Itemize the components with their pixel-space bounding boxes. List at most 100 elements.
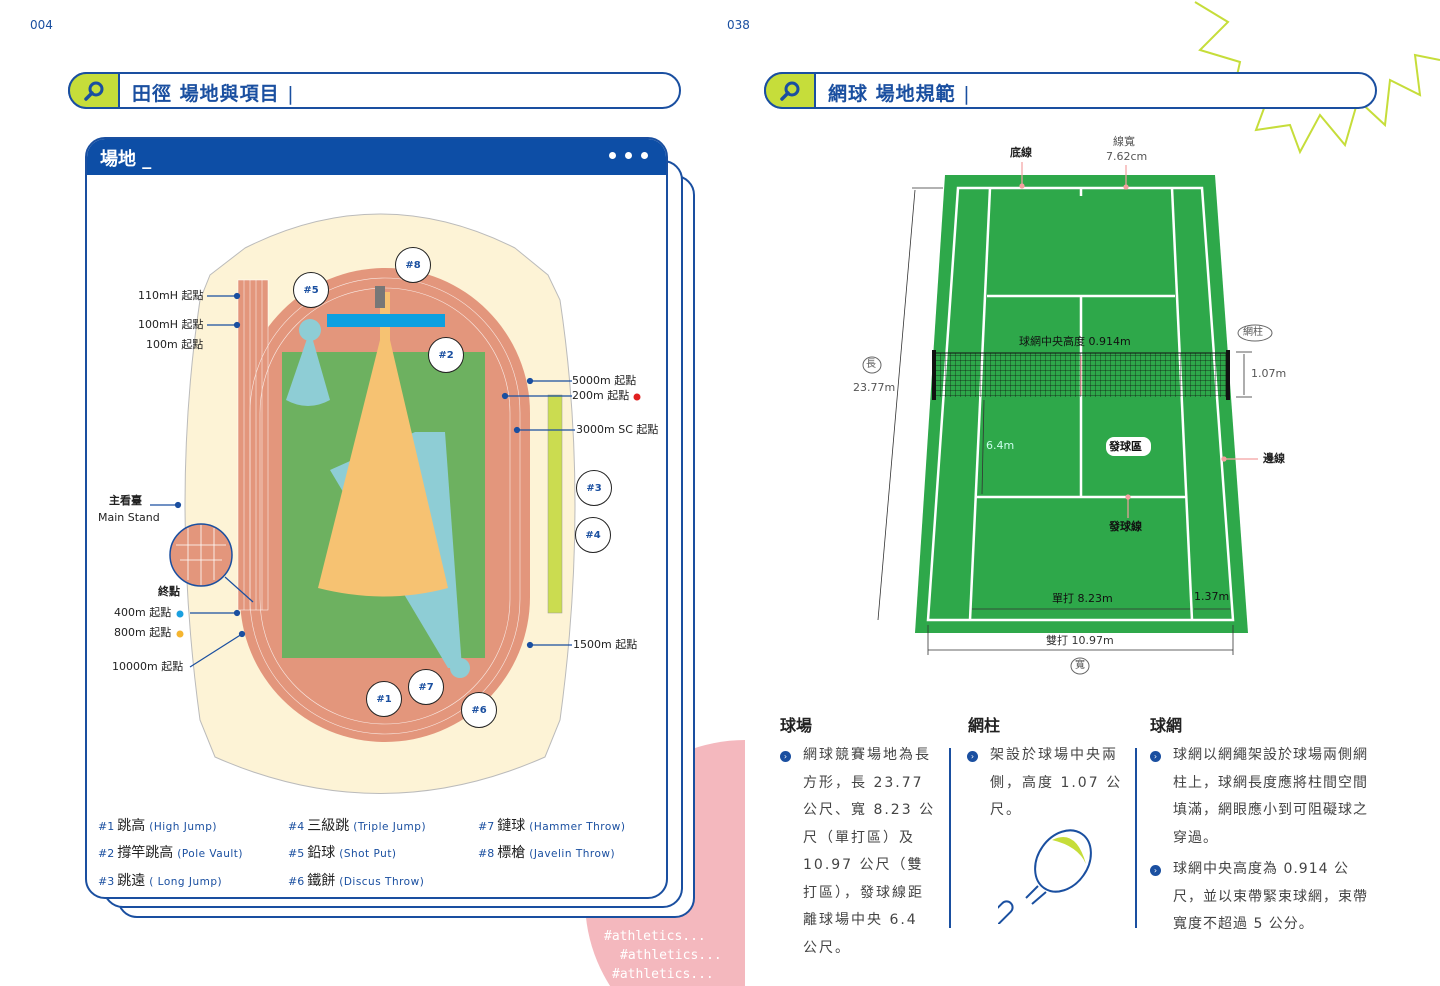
label-1500m-start: 1500m 起點 bbox=[573, 638, 638, 651]
legend-event-en: (Discus Throw) bbox=[339, 876, 425, 888]
column-text-court: 網球競賽場地為長方形，長 23.77 公尺、寬 8.23 公尺（單打區）及 10… bbox=[803, 747, 936, 956]
legend-event-zh: 鏈球 bbox=[497, 818, 526, 834]
event-marker: #1 bbox=[366, 681, 402, 717]
column-divider bbox=[949, 748, 951, 928]
badge-post: 網柱 bbox=[1243, 327, 1263, 338]
event-marker: #8 bbox=[395, 247, 431, 283]
label-200m-start: 200m 起點 bbox=[572, 389, 630, 402]
value-line-width: 7.62cm bbox=[1106, 150, 1148, 163]
label-10000m-start: 10000m 起點 bbox=[112, 660, 184, 673]
event-marker: #7 bbox=[408, 669, 444, 705]
legend-number: #8 bbox=[478, 847, 495, 860]
pattern-text: #athletics... bbox=[604, 929, 706, 944]
column-divider bbox=[1135, 748, 1137, 928]
legend-event-en: (Pole Vault) bbox=[177, 848, 243, 860]
legend-event-en: (Javelin Throw) bbox=[529, 848, 616, 860]
page-number-right: 038 bbox=[727, 18, 750, 32]
card-header: 場地 _ bbox=[87, 139, 666, 175]
label-800m-start: 800m 起點 bbox=[114, 626, 172, 639]
value-alley-width: 1.37m bbox=[1194, 590, 1230, 603]
search-icon bbox=[764, 72, 816, 109]
label-service-line: 發球線 bbox=[1109, 520, 1142, 533]
legend-event-en: (High Jump) bbox=[149, 821, 218, 833]
section-title: 網球 場地規範 | bbox=[828, 83, 971, 105]
legend-number: #4 bbox=[288, 820, 305, 833]
value-service-distance: 6.4m bbox=[986, 439, 1015, 452]
tennis-racket-icon bbox=[998, 829, 1092, 924]
legend-event-en: (Triple Jump) bbox=[353, 821, 427, 833]
column-heading-court: 球場 bbox=[780, 716, 813, 735]
legend-number: #7 bbox=[478, 820, 495, 833]
label-100mh-start: 100mH 起點 bbox=[138, 318, 204, 331]
legend-event-en: (Shot Put) bbox=[339, 848, 397, 860]
label-sideline: 邊線 bbox=[1263, 452, 1285, 465]
label-main-stand-en: Main Stand bbox=[98, 511, 160, 524]
event-marker: #2 bbox=[428, 337, 464, 373]
column-heading-post: 網柱 bbox=[968, 716, 1001, 735]
badge-length: 長 bbox=[866, 359, 876, 370]
column-heading-net: 球網 bbox=[1150, 716, 1183, 735]
bullet-icon: › bbox=[780, 751, 791, 762]
legend-number: #5 bbox=[288, 847, 305, 860]
label-400m-start: 400m 起點 bbox=[114, 606, 172, 619]
label-3000sc-start: 3000m SC 起點 bbox=[576, 423, 659, 436]
value-doubles-width: 雙打 10.97m bbox=[1046, 634, 1114, 647]
value-post-height: 1.07m bbox=[1251, 367, 1287, 380]
label-main-stand-zh: 主看臺 bbox=[109, 494, 142, 507]
legend-number: #3 bbox=[98, 875, 115, 888]
net-post-left bbox=[932, 350, 936, 400]
event-marker: #6 bbox=[461, 692, 497, 728]
legend-number: #2 bbox=[98, 847, 115, 860]
legend-event-zh: 標槍 bbox=[497, 845, 526, 861]
bullet-icon: › bbox=[1150, 751, 1161, 762]
net-post-right bbox=[1226, 350, 1230, 400]
column-text-net-2: 球網中央高度為 0.914 公尺，並以束帶緊束球網，束帶寬度不超過 5 公分。 bbox=[1173, 861, 1368, 932]
legend-number: #1 bbox=[98, 820, 115, 833]
badge-width: 寬 bbox=[1075, 660, 1085, 671]
legend-event-zh: 跳遠 bbox=[117, 873, 146, 889]
value-singles-width: 單打 8.23m bbox=[1052, 592, 1113, 605]
legend-event-en: ( Long Jump) bbox=[149, 876, 223, 888]
legend-event-zh: 撐竿跳高 bbox=[117, 845, 174, 861]
card-title: 場地 _ bbox=[100, 149, 152, 170]
legend-event-zh: 鉛球 bbox=[307, 845, 336, 861]
column-text-net-1: 球網以網繩架設於球場兩側網柱上，球網長度應將柱間空間填滿，網眼應小到可阻礙球之穿… bbox=[1173, 747, 1368, 846]
bullet-icon: › bbox=[1150, 865, 1161, 876]
event-marker: #5 bbox=[293, 272, 329, 308]
page-number-left: 004 bbox=[30, 18, 53, 32]
legend-event-en: (Hammer Throw) bbox=[529, 821, 626, 833]
label-110mh-start: 110mH 起點 bbox=[138, 289, 204, 302]
label-finish: 終點 bbox=[158, 585, 180, 598]
label-service-box: 發球區 bbox=[1109, 440, 1142, 453]
column-text-post: 架設於球場中央兩側，高度 1.07 公尺。 bbox=[990, 747, 1123, 818]
section-header-tennis: 網球 場地規範 | bbox=[764, 72, 1377, 109]
event-marker: #3 bbox=[576, 470, 612, 506]
pattern-text: #athletics... bbox=[612, 967, 714, 982]
bullet-icon: › bbox=[967, 751, 978, 762]
search-icon bbox=[68, 72, 120, 109]
label-line-width: 線寬 bbox=[1113, 135, 1135, 148]
label-5000m-start: 5000m 起點 bbox=[572, 374, 637, 387]
three-dots-icon[interactable] bbox=[609, 152, 648, 159]
legend-event-zh: 三級跳 bbox=[307, 818, 350, 834]
label-net-height: 球網中央高度 0.914m bbox=[1019, 335, 1131, 348]
legend-event-zh: 鐵餅 bbox=[307, 873, 336, 889]
label-100m-start: 100m 起點 bbox=[146, 338, 204, 351]
label-baseline: 底線 bbox=[1010, 146, 1032, 159]
legend-number: #6 bbox=[288, 875, 305, 888]
pattern-text: #athletics... bbox=[620, 948, 722, 963]
legend-event-zh: 跳高 bbox=[117, 818, 146, 834]
section-title: 田徑 場地與項目 | bbox=[132, 83, 295, 105]
event-marker: #4 bbox=[575, 517, 611, 553]
doubles-boundary bbox=[926, 186, 1235, 622]
section-header-athletics: 田徑 場地與項目 | bbox=[68, 72, 681, 109]
value-length: 23.77m bbox=[853, 381, 896, 394]
